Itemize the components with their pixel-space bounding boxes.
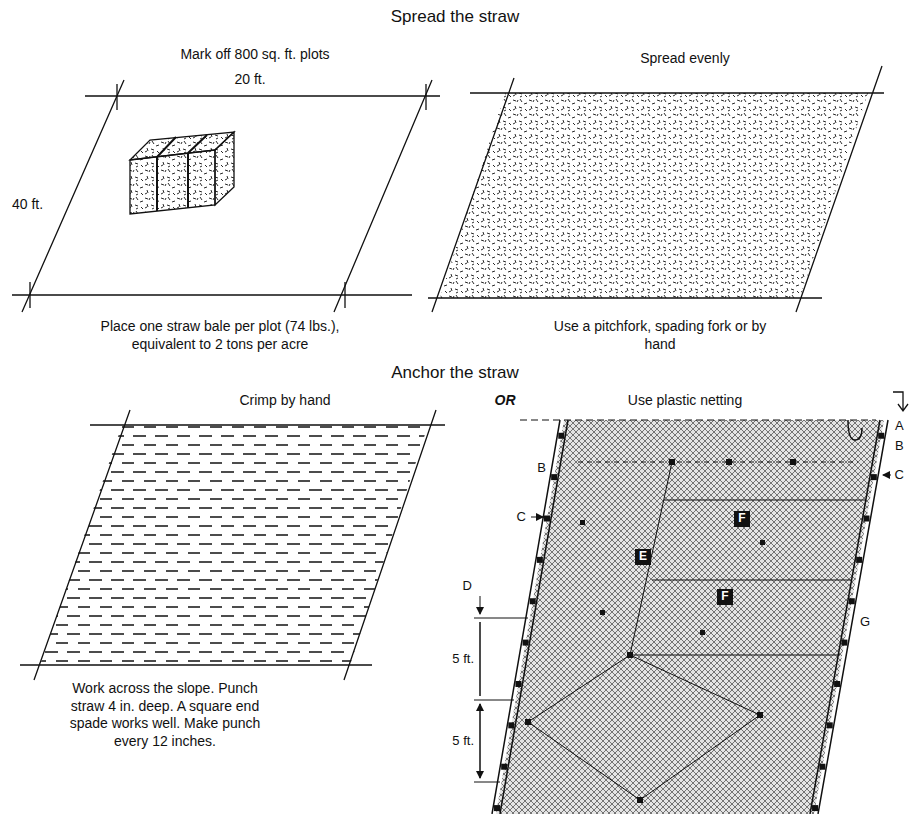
staple bbox=[494, 805, 500, 811]
crimp-plot bbox=[20, 410, 445, 680]
callout-letter: A bbox=[893, 418, 906, 434]
staple bbox=[515, 681, 521, 687]
step-heading: Use plastic netting bbox=[628, 392, 742, 410]
callout-box: E bbox=[635, 549, 651, 565]
staple bbox=[812, 805, 818, 811]
callout-letter: D bbox=[461, 578, 474, 594]
step-heading: Mark off 800 sq. ft. plots bbox=[180, 46, 329, 64]
step-heading: Spread evenly bbox=[640, 50, 730, 68]
instruction-note: Place one straw bale per plot (74 lbs.),… bbox=[95, 318, 345, 353]
staple bbox=[827, 722, 833, 728]
plot-outline bbox=[12, 80, 440, 312]
staple bbox=[849, 598, 855, 604]
staple bbox=[558, 433, 564, 439]
staple bbox=[856, 557, 862, 563]
instruction-note: Work across the slope. Punch straw 4 in.… bbox=[60, 680, 270, 750]
staple bbox=[864, 516, 870, 522]
staple bbox=[841, 640, 847, 646]
staple bbox=[878, 433, 884, 439]
callout-box: F bbox=[717, 589, 732, 605]
staple bbox=[508, 722, 514, 728]
staple bbox=[834, 681, 840, 687]
spread-plot bbox=[428, 66, 884, 312]
staple bbox=[551, 474, 557, 480]
dimension-line bbox=[474, 475, 891, 782]
plastic-netting bbox=[492, 392, 908, 814]
staple bbox=[494, 433, 884, 811]
or-label: OR bbox=[495, 392, 516, 410]
net-rope bbox=[528, 462, 866, 800]
staple bbox=[523, 640, 529, 646]
callout-letter: B bbox=[535, 460, 548, 476]
staple bbox=[819, 764, 825, 770]
callout-letter: C bbox=[893, 467, 906, 483]
callout-letter: C bbox=[515, 509, 528, 525]
staple bbox=[530, 598, 536, 604]
dimension-label: 5 ft. bbox=[450, 651, 476, 667]
step-heading: Crimp by hand bbox=[239, 392, 330, 410]
section-heading: Anchor the straw bbox=[391, 362, 519, 383]
dimension-label: 40 ft. bbox=[12, 196, 43, 214]
section-heading: Spread the straw bbox=[391, 6, 520, 27]
staple bbox=[501, 764, 507, 770]
straw-bale bbox=[130, 132, 234, 214]
staple bbox=[537, 557, 543, 563]
rope-knot bbox=[525, 459, 796, 803]
callout-letter: B bbox=[893, 438, 906, 454]
dimension-label: 5 ft. bbox=[450, 733, 476, 749]
callout-letter: G bbox=[858, 614, 872, 630]
staple bbox=[871, 474, 877, 480]
dimension-label: 20 ft. bbox=[234, 71, 265, 89]
instruction-note: Use a pitchfork, spading fork or by hand bbox=[550, 318, 770, 353]
callout-box: F bbox=[734, 511, 749, 527]
staple bbox=[544, 516, 550, 522]
